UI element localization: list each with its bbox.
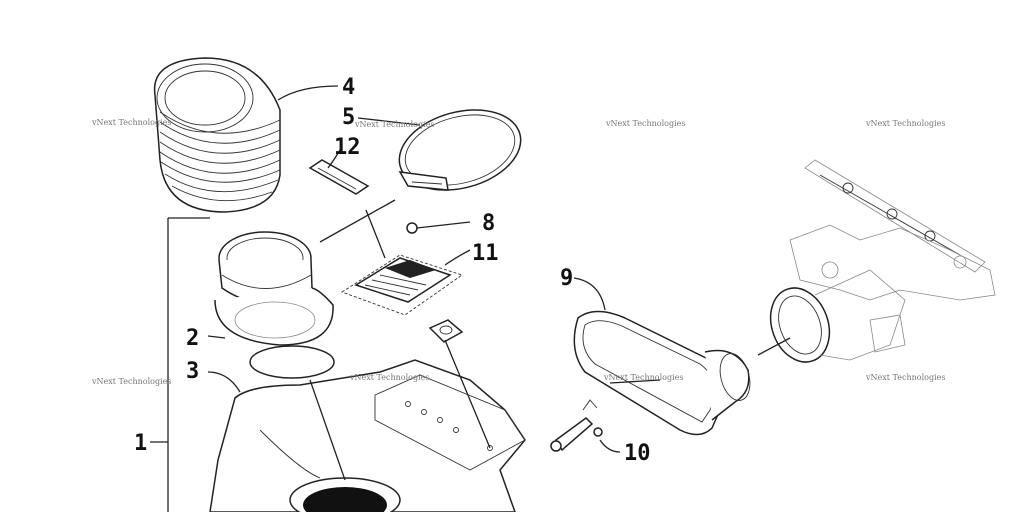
leader-lines <box>150 85 791 512</box>
callout-labels: 1 2 3 4 5 12 8 11 9 10 <box>134 75 651 466</box>
airbox-housing <box>209 359 526 512</box>
watermark-5: vNext Technologies <box>91 377 171 386</box>
callout-5: 5 <box>342 105 355 130</box>
callout-12: 12 <box>334 135 361 160</box>
part-12-strap <box>308 159 370 195</box>
part-9-filter <box>573 310 751 436</box>
callout-4: 4 <box>342 75 355 100</box>
watermarks: vNext Technologies vNext Technologies vN… <box>91 118 945 386</box>
part-4-bellows <box>153 57 281 213</box>
callout-9: 9 <box>560 266 573 291</box>
part-8-screw <box>406 221 471 234</box>
callout-2: 2 <box>186 326 199 351</box>
part-11-decal <box>340 254 463 316</box>
watermark-7: vNext Technologies <box>603 373 683 382</box>
watermark-8: vNext Technologies <box>865 373 945 382</box>
throttle-body-assembly <box>769 159 996 363</box>
callout-11: 11 <box>472 241 499 266</box>
watermark-4: vNext Technologies <box>865 119 945 128</box>
part-3-gasket <box>249 345 335 379</box>
watermark-1: vNext Technologies <box>91 118 171 127</box>
callout-3: 3 <box>186 359 199 384</box>
callout-8: 8 <box>482 211 495 236</box>
grommet <box>428 319 464 343</box>
watermark-2: vNext Technologies <box>354 120 434 129</box>
watermark-3: vNext Technologies <box>605 119 685 128</box>
part-2-adapter <box>214 231 334 346</box>
watermark-6: vNext Technologies <box>349 373 429 382</box>
callout-1: 1 <box>134 431 147 456</box>
part-5-clamp <box>398 109 522 191</box>
part-10-bracket <box>550 399 603 452</box>
callout-10: 10 <box>624 441 651 466</box>
